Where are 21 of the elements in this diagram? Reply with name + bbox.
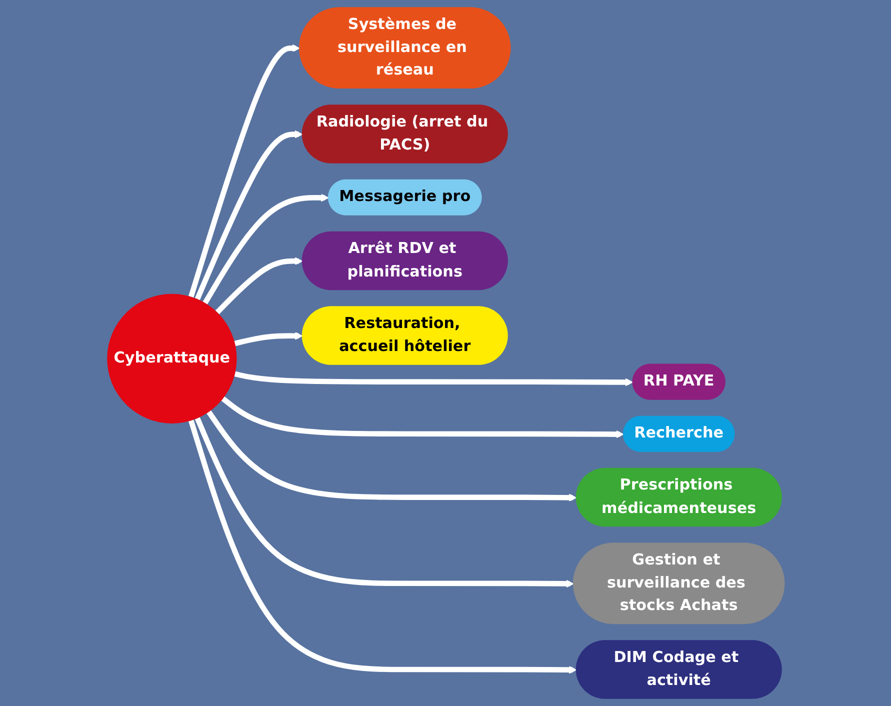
arrow [202,194,328,304]
arrow [194,130,302,300]
node-box [575,640,782,699]
node-box [328,179,482,216]
arrow [188,420,576,674]
arrow [194,417,574,588]
arrow [214,257,302,314]
node-box [301,104,508,164]
node-circle [106,294,236,424]
arrow [234,332,302,346]
arrow [220,396,624,438]
node-box [632,364,726,400]
arrow [234,371,633,386]
node-box [298,7,510,89]
node-box [301,231,508,290]
node-box [575,468,782,527]
node-box [572,542,784,624]
arrow [188,44,300,298]
node-box [622,416,734,452]
node-box [301,306,508,365]
arrow [206,410,576,502]
